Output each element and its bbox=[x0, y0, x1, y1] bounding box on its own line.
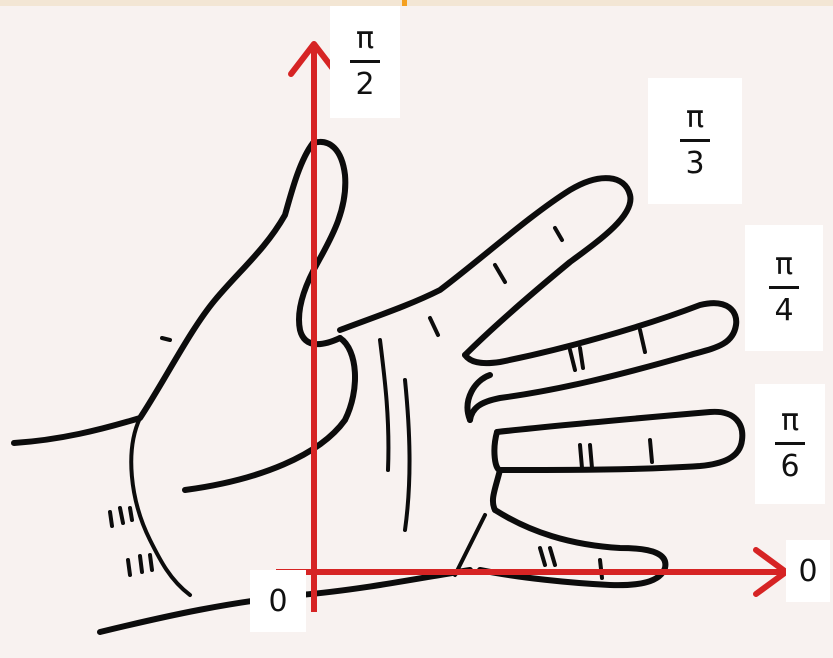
index-finger-outline bbox=[340, 178, 630, 355]
label-pi-over-6: π 6 bbox=[755, 384, 825, 504]
label-pi-over-3-bar bbox=[680, 139, 710, 142]
wrist-top-outline bbox=[14, 143, 313, 443]
label-pi-over-6-bar bbox=[775, 442, 805, 445]
thumb-base-outline bbox=[185, 338, 355, 490]
label-pi-over-2: π 2 bbox=[330, 6, 400, 118]
label-x-axis-zero-text: 0 bbox=[798, 554, 817, 589]
label-pi-over-4: π 4 bbox=[745, 225, 823, 351]
label-pi-over-6-numerator: π bbox=[781, 406, 799, 436]
label-x-axis-zero: 0 bbox=[786, 540, 830, 602]
palm-right-edge bbox=[468, 375, 500, 510]
label-pi-over-2-numerator: π bbox=[356, 24, 374, 54]
label-pi-over-4-denominator: 4 bbox=[774, 296, 793, 326]
palm-crease-mid bbox=[380, 340, 388, 470]
label-pi-over-4-numerator: π bbox=[775, 250, 793, 280]
label-pi-over-4-bar bbox=[769, 286, 799, 289]
label-pi-over-3-denominator: 3 bbox=[685, 149, 704, 179]
hand-drawing bbox=[14, 142, 742, 632]
label-pi-over-2-bar bbox=[350, 60, 380, 63]
label-pi-over-2-denominator: 2 bbox=[355, 70, 374, 100]
palm-crease-center bbox=[405, 380, 410, 530]
label-pi-over-6-denominator: 6 bbox=[780, 452, 799, 482]
label-origin-zero: 0 bbox=[250, 570, 306, 632]
thumb-outline bbox=[299, 142, 345, 344]
label-pi-over-3-numerator: π bbox=[686, 103, 704, 133]
knuckle-marks bbox=[110, 228, 652, 578]
label-origin-zero-text: 0 bbox=[268, 584, 287, 619]
palm-crease-lower bbox=[455, 515, 485, 575]
ring-finger-outline bbox=[497, 412, 742, 470]
label-pi-over-3: π 3 bbox=[648, 78, 742, 204]
